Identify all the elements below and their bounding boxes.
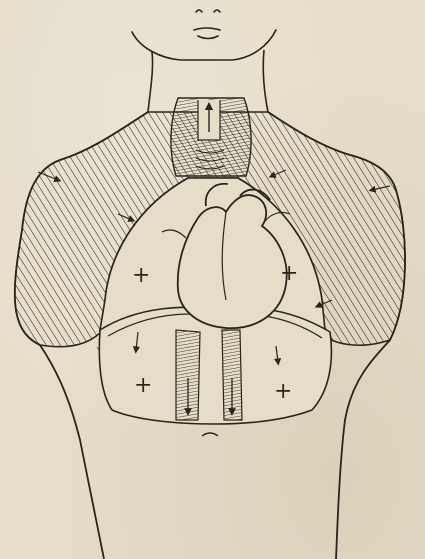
plus-sign-right-abdomen: +	[274, 379, 292, 404]
plus-sign-left-lung: +	[132, 263, 150, 288]
plus-sign-right-lung: +	[280, 261, 298, 286]
plus-sign-left-abdomen: +	[134, 373, 152, 398]
trachea	[171, 98, 251, 176]
face	[132, 10, 276, 60]
